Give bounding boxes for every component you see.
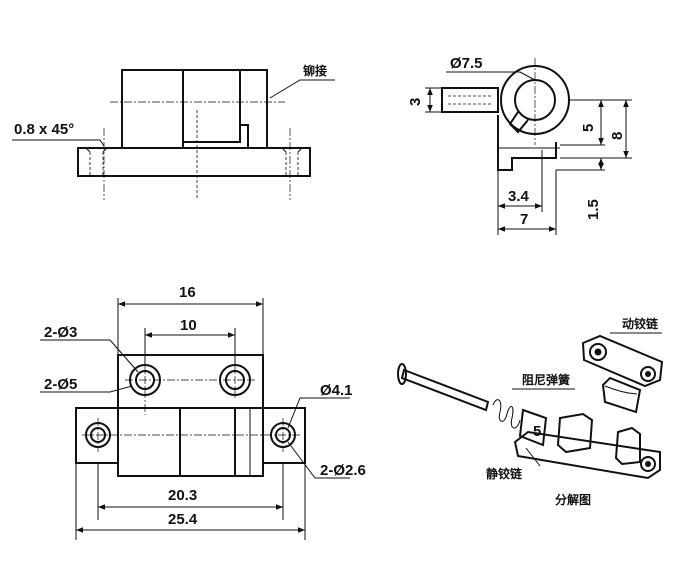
- riveted-label: 铆接: [303, 63, 327, 78]
- pin-diameter-label: Ø7.5: [450, 55, 483, 72]
- dim-8-label: 8: [609, 132, 626, 140]
- dim-20-3-label: 20.3: [168, 487, 197, 504]
- hole-2-d3-label: 2-Ø3: [44, 324, 77, 341]
- static-hinge-label: 静铰链: [486, 466, 523, 481]
- dim-1-5-label: 1.5: [585, 199, 602, 220]
- top-view: [40, 298, 350, 540]
- dim-25-4-label: 25.4: [168, 511, 198, 528]
- dim-10-label: 10: [180, 317, 197, 334]
- moving-hinge-label: 动铰链: [622, 316, 659, 331]
- dim-5-label: 5: [580, 124, 597, 132]
- hole-2-d2-6-label: 2-Ø2.6: [320, 462, 366, 479]
- chamfer-label: 0.8 x 45°: [14, 121, 74, 138]
- damping-spring-label: 阻尼弹簧: [522, 372, 570, 387]
- dim-3-label: 3: [407, 98, 424, 106]
- exploded-view-label: 分解图: [555, 492, 591, 507]
- front-view: [12, 69, 335, 200]
- hole-2-d5-label: 2-Ø5: [44, 376, 77, 393]
- side-view: [425, 58, 632, 235]
- dim-7-label: 7: [520, 211, 528, 228]
- exploded-view: 5: [397, 332, 664, 480]
- dim-16-label: 16: [179, 284, 196, 301]
- dim-3-4-label: 3.4: [508, 188, 530, 205]
- svg-text:5: 5: [533, 423, 541, 440]
- hole-d4-1-label: Ø4.1: [320, 382, 353, 399]
